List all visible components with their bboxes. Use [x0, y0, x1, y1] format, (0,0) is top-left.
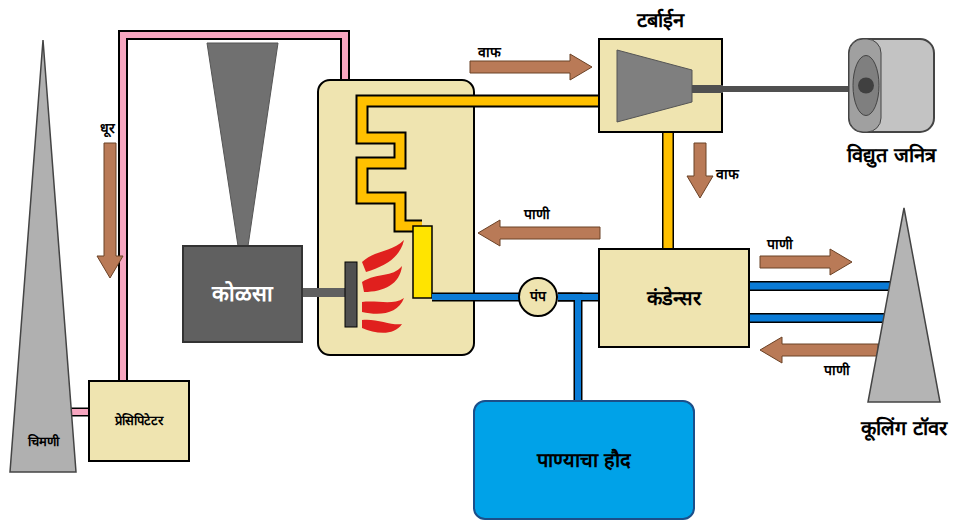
flow-label: वाफ — [478, 44, 501, 62]
flames — [362, 240, 404, 333]
turbine-rotor — [617, 50, 692, 122]
flow-arrow — [760, 249, 852, 275]
pipe-outline — [750, 281, 892, 291]
feed-pipe-outline — [432, 293, 520, 302]
chimney: चिमणी — [10, 40, 76, 472]
condenser-box: कंडेन्सर — [598, 248, 750, 348]
precipitator-box: प्रेसिपिटेटर — [88, 380, 190, 462]
node-shape — [848, 38, 935, 133]
tower-outline — [10, 40, 76, 472]
generator-face — [853, 56, 879, 116]
flow-arrow — [760, 337, 878, 363]
pipe-outline — [750, 313, 886, 323]
pipe-connector — [723, 86, 852, 92]
flue-pipe-outline — [123, 35, 345, 380]
flame — [362, 298, 404, 314]
flame — [362, 320, 402, 333]
node-label: चिमणी — [28, 434, 59, 450]
node-label: कोळसा — [212, 280, 273, 308]
turbine-box: टर्बाईन — [598, 38, 723, 133]
flow-arrow — [478, 220, 600, 246]
pipe-outline — [558, 297, 578, 400]
node-label: प्रेसिपिटेटर — [115, 413, 163, 429]
flow-arrow — [97, 143, 123, 278]
water-riser — [413, 226, 432, 298]
node-label: टर्बाईन — [637, 8, 684, 33]
node-shape — [600, 40, 725, 135]
flow-label: पाणी — [524, 206, 550, 224]
node-label: विद्युत जनित्र — [847, 143, 936, 168]
generator: विद्युत जनित्र — [848, 38, 935, 133]
node-shape — [868, 208, 940, 402]
generator-body — [849, 39, 934, 132]
pipe-connector — [664, 133, 673, 248]
pump-circle: पंप — [518, 277, 558, 317]
node-label: कंडेन्सर — [647, 286, 701, 311]
flow-label: पाणी — [824, 362, 850, 380]
pipe-connector — [750, 315, 886, 322]
flow-label: धूर — [100, 120, 115, 138]
node-label: पाण्याचा हौद — [537, 448, 632, 473]
node-shape — [10, 40, 76, 472]
turbine-shaft — [692, 85, 723, 93]
node-label: पंप — [530, 288, 546, 306]
cooling-tower: कूलिंग टॉवर — [868, 208, 940, 402]
coal-feed — [300, 288, 348, 297]
steam-coil — [362, 101, 598, 226]
node-label: कूलिंग टॉवर — [861, 416, 947, 441]
flow-label: पाणी — [767, 236, 793, 254]
flue-pipe — [123, 35, 345, 380]
feed-pipe — [432, 294, 520, 300]
burner-plate — [345, 262, 357, 327]
water-tank: पाण्याचा हौद — [473, 400, 695, 520]
coal-hopper — [207, 43, 278, 246]
pipe-connector — [750, 283, 892, 290]
flame — [362, 240, 404, 272]
pipe-outline — [662, 133, 674, 248]
flow-arrow — [687, 143, 713, 198]
flow-label: वाफ — [716, 166, 739, 184]
generator-end — [849, 39, 881, 132]
generator-hub — [858, 78, 874, 94]
coal-box: कोळसा — [182, 245, 303, 343]
flame — [362, 266, 402, 292]
pipe-connector — [558, 297, 578, 400]
tower-outline — [868, 208, 940, 402]
steam-coil-outline — [362, 101, 598, 226]
